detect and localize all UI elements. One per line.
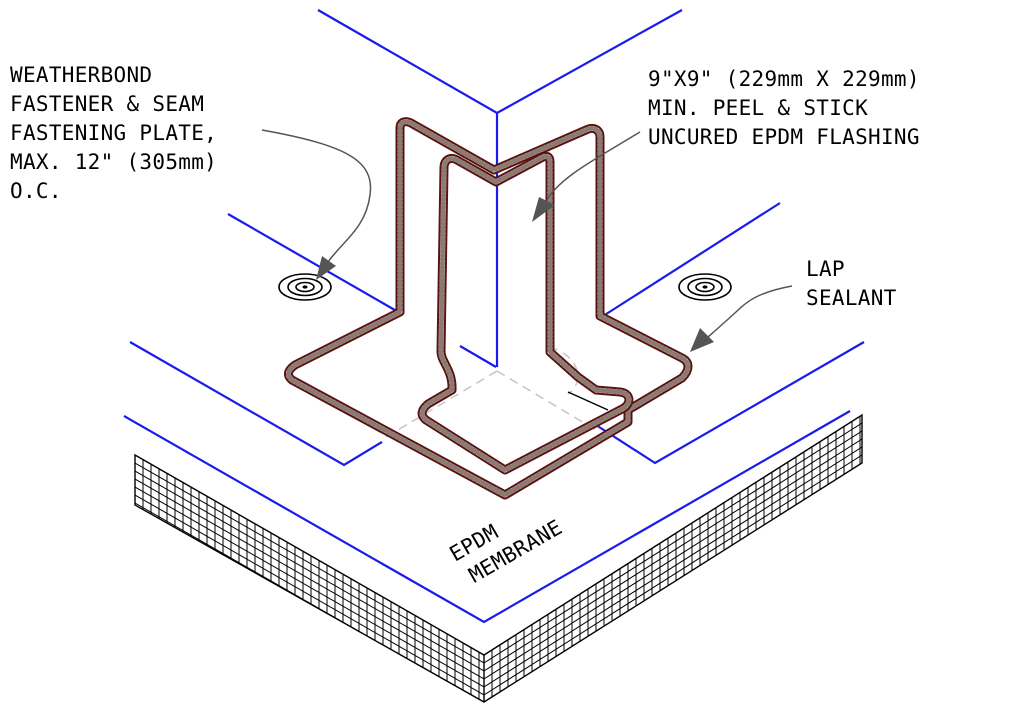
flashing-label: 9"X9" (229mm X 229mm) MIN. PEEL & STICK … [648, 67, 933, 149]
sealant-label-line: SEALANT [806, 286, 897, 310]
lap-sealant-outline [283, 117, 693, 500]
flashing-label-line: 9"X9" (229mm X 229mm) [648, 67, 920, 91]
wall-base-corner [459, 345, 497, 368]
flashing-label-line: MIN. PEEL & STICK [648, 96, 868, 120]
svg-text:EPDM MEMBRANE: EPDM MEMBRANE [446, 491, 567, 591]
sealant-label: LAP SEALANT [806, 257, 897, 310]
grid-line [135, 494, 484, 696]
hidden-floor-right [496, 370, 597, 431]
membrane-edge-outer [123, 410, 851, 624]
membrane-label: EPDM MEMBRANE [446, 491, 567, 591]
grid-line [484, 454, 862, 696]
grid-line [135, 462, 484, 664]
wall-top-edges [317, 9, 683, 115]
insulation-board-right-face [484, 415, 862, 702]
flashing-leader [532, 131, 641, 222]
hidden-floor-left [380, 370, 498, 441]
fastener-leader [261, 129, 372, 280]
flashing-inner-piece-dots [419, 153, 632, 473]
grid-line [484, 446, 862, 688]
membrane-edge-right-lap [595, 341, 865, 465]
grid-line [484, 422, 862, 664]
insulation-board-left-face [135, 455, 484, 702]
fastener-label-line: WEATHERBOND [10, 63, 152, 87]
fastener-label-line: FASTENING PLATE, [10, 121, 217, 145]
flashing-outer-edge-dots [285, 119, 691, 498]
fastener-label-line: FASTENER & SEAM [10, 92, 204, 116]
grid-line [135, 486, 484, 688]
wall-floor-right [599, 202, 781, 319]
sealant-label-line: LAP [806, 257, 845, 281]
fastener-plate-icon [278, 273, 332, 301]
fastener-plate-icon [678, 273, 732, 301]
grid-line [135, 478, 484, 680]
grid-line [484, 438, 862, 680]
wall-floor-left [227, 213, 401, 314]
fastener-label: WEATHERBOND FASTENER & SEAM FASTENING PL… [10, 63, 230, 203]
flashing-base-pointer [567, 391, 609, 411]
fastener-label-line: O.C. [10, 179, 62, 203]
fastener-label-line: MAX. 12" (305mm) [10, 150, 217, 174]
grid-line [484, 430, 862, 672]
membrane-edge-left-lap [129, 341, 383, 467]
grid-line [135, 470, 484, 672]
flashing-label-line: UNCURED EPDM FLASHING [648, 125, 920, 149]
sealant-leader [690, 285, 793, 352]
